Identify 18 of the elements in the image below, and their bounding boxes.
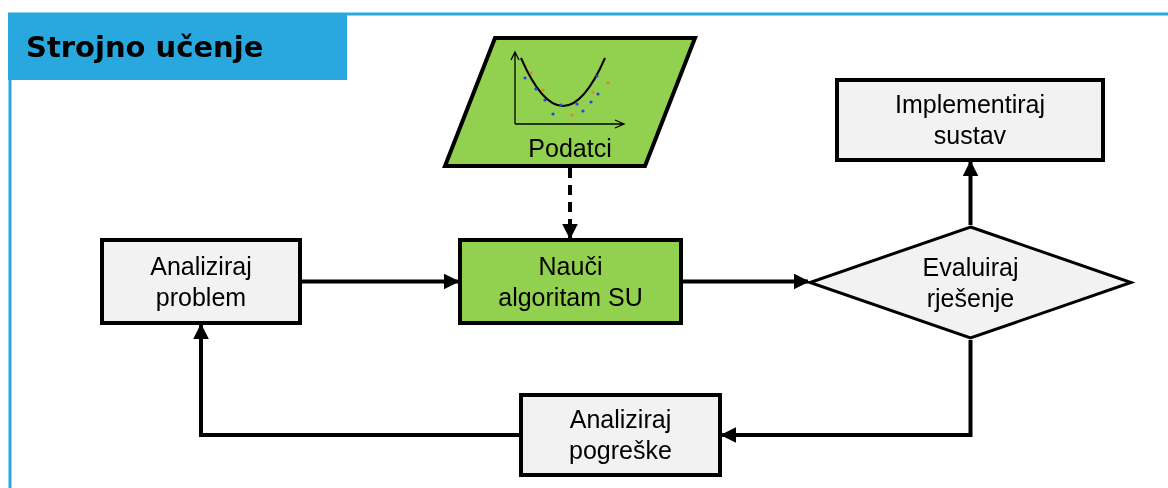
node-label: Podatci — [528, 133, 612, 164]
arrow — [302, 273, 460, 290]
arrow — [562, 168, 578, 240]
process-box — [100, 238, 302, 325]
node-label: Analiziraj problem — [149, 250, 253, 313]
node-label: Evaluiraj rješenje — [921, 251, 1020, 314]
node-label: Nauči algoritam SU — [497, 250, 644, 313]
process-box — [458, 238, 683, 325]
process-box — [519, 393, 722, 477]
arrow — [683, 273, 810, 290]
data-parallelogram — [443, 36, 697, 168]
process-box — [835, 78, 1105, 162]
title: Strojno učenje — [26, 30, 264, 64]
node-label: Analiziraj pogreške — [568, 404, 673, 466]
arrow — [193, 323, 519, 437]
arrow — [962, 160, 979, 225]
node-label: Implementiraj sustav — [893, 89, 1047, 151]
decision-diamond — [808, 225, 1133, 340]
